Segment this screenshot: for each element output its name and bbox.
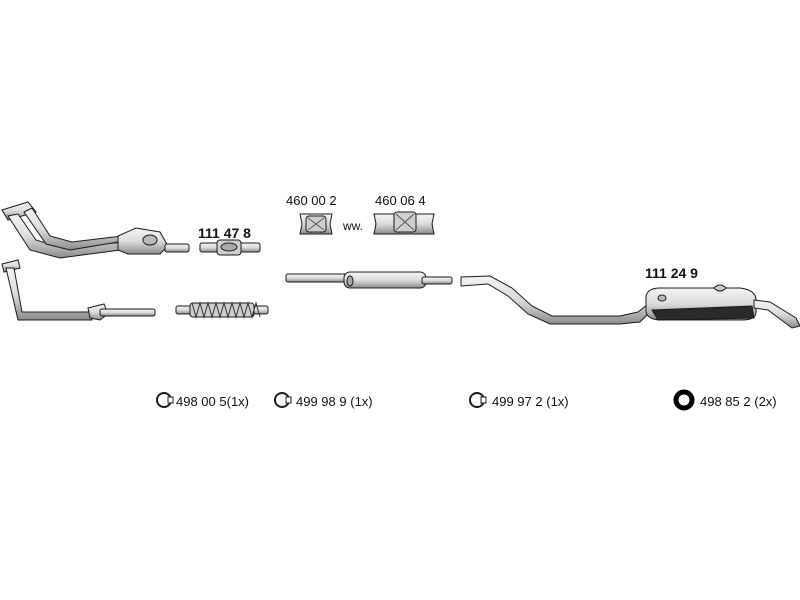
rear-silencer-111-24-9 — [460, 275, 800, 329]
mounting-qty: (1x) — [546, 394, 569, 409]
front-pipe-with-catalyst — [1, 201, 190, 259]
rubber-ring-icon — [673, 389, 695, 411]
mounting-code: 499 98 9 — [296, 394, 347, 409]
part-number-111-47-8: 111 47 8 — [198, 225, 251, 241]
mounting-label-4: 498 85 2 (2x) — [700, 395, 777, 408]
intermediate-pipe-111-47-8 — [199, 239, 261, 256]
mounting-ring-icon — [156, 392, 174, 408]
mounting-code: 498 85 2 — [700, 394, 751, 409]
mounting-qty: (1x) — [226, 394, 249, 409]
mounting-code: 499 97 2 — [492, 394, 543, 409]
middle-silencer — [285, 271, 453, 289]
part-number-460-00-2: 460 00 2 — [286, 193, 337, 208]
clamp-460-06-4 — [373, 211, 435, 235]
lower-front-pipe — [1, 259, 156, 321]
flex-bellows-pipe — [175, 301, 269, 319]
mounting-code: 498 00 5 — [176, 394, 227, 409]
clamp-460-00-2 — [299, 213, 333, 235]
mounting-ring-icon — [469, 392, 487, 408]
mounting-label-3: 499 97 2 (1x) — [492, 395, 569, 408]
mounting-label-1: 498 00 5(1x) — [176, 395, 249, 408]
mounting-qty: (1x) — [350, 394, 373, 409]
mounting-label-2: 499 98 9 (1x) — [296, 395, 373, 408]
part-number-460-06-4: 460 06 4 — [375, 193, 426, 208]
mounting-qty: (2x) — [754, 394, 777, 409]
alternative-label: ww. — [343, 219, 364, 233]
part-number-111-24-9: 111 24 9 — [645, 265, 698, 281]
mounting-ring-icon — [274, 392, 292, 408]
